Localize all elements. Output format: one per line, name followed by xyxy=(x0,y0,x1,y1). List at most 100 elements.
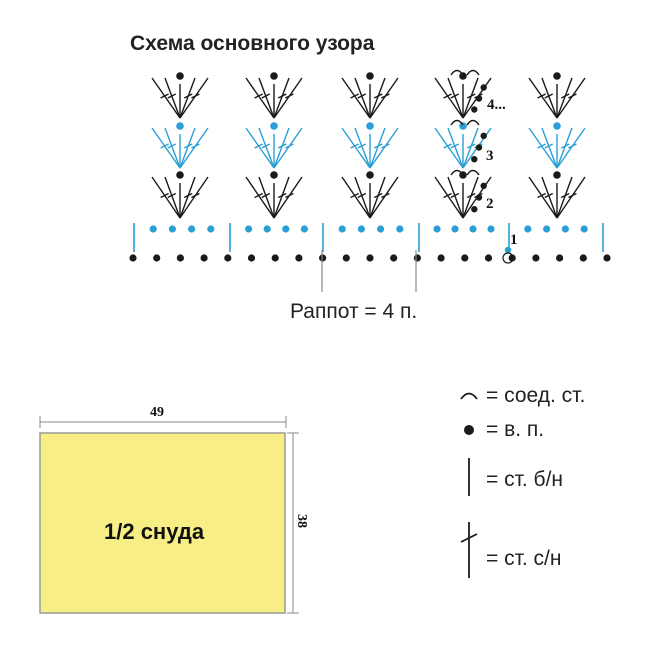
double-crochet-crossbar xyxy=(537,93,546,99)
slip-stitch-icon xyxy=(460,392,478,400)
double-crochet-stitch xyxy=(151,176,181,219)
double-crochet-crossbar xyxy=(544,143,554,149)
double-crochet-stitch xyxy=(258,176,275,219)
chain-stitch-dot xyxy=(366,254,374,262)
double-crochet-crossbar xyxy=(167,192,177,199)
chain-stitch-dot xyxy=(524,225,532,233)
panel-height-label: 38 xyxy=(294,514,309,528)
chain-stitch-dot xyxy=(433,225,441,233)
double-crochet-stitch xyxy=(258,77,275,119)
double-crochet-stitch xyxy=(369,77,399,119)
double-crochet-stitch xyxy=(245,77,275,119)
row-3-fan xyxy=(528,122,586,169)
double-crochet-stitch xyxy=(556,127,573,169)
double-crochet-stitch xyxy=(179,127,196,169)
double-crochet-stitch xyxy=(179,176,209,219)
chain-stitch-dot xyxy=(580,225,588,233)
chain-stitch-dot xyxy=(437,254,445,262)
chain-stitch-dot xyxy=(484,254,493,262)
double-crochet-crossbar xyxy=(560,192,570,199)
chain-stitch-dot xyxy=(532,254,540,262)
double-crochet-crossbar xyxy=(277,143,287,149)
panel-schematic: 49 1/2 снуда 38 xyxy=(39,405,309,614)
chain-stitch-dot xyxy=(188,225,196,233)
double-crochet-crossbar xyxy=(350,192,359,199)
turning-chain-dot xyxy=(475,194,483,201)
double-crochet-stitch xyxy=(341,127,371,169)
legend-single-crochet-text: = ст. б/н xyxy=(486,468,563,491)
chain-stitch-dot xyxy=(271,254,279,262)
double-crochet-stitch xyxy=(434,176,464,219)
chain-stitch-dot xyxy=(556,254,564,262)
double-crochet-stitch xyxy=(447,77,464,119)
double-crochet-stitch xyxy=(354,127,371,169)
double-crochet-stitch xyxy=(462,127,479,169)
double-crochet-crossbar xyxy=(373,192,383,199)
chain-stitch-dot xyxy=(263,225,271,233)
double-crochet-crossbar xyxy=(261,143,271,149)
chain-stitch-dot xyxy=(282,225,290,233)
double-crochet-stitch xyxy=(369,176,399,219)
double-crochet-crossbar xyxy=(254,143,263,149)
chain-stitch-dot xyxy=(553,171,561,179)
double-crochet-crossbar xyxy=(450,93,460,99)
double-crochet-stitch xyxy=(341,77,371,119)
double-crochet-crossbar xyxy=(466,143,476,149)
slip-stitch-arc xyxy=(450,119,464,126)
double-crochet-stitch xyxy=(528,127,558,169)
slip-stitch-arc xyxy=(450,169,464,176)
row-4-fan xyxy=(151,72,209,119)
chain-stitch-icon xyxy=(464,425,474,435)
double-crochet-crossbar xyxy=(568,93,577,99)
chain-stitch-dot xyxy=(396,225,404,233)
chain-stitch-dot xyxy=(129,254,137,262)
double-crochet-crossbar xyxy=(443,143,452,149)
chain-stitch-dot xyxy=(543,225,551,233)
double-crochet-stitch xyxy=(245,176,275,219)
double-crochet-crossbar xyxy=(443,93,452,99)
row-start-marker xyxy=(502,252,514,264)
double-crochet-crossbar xyxy=(160,143,169,149)
double-crochet-crossbar xyxy=(277,192,287,199)
turning-chain-dot xyxy=(480,132,487,139)
chain-stitch-dot xyxy=(342,254,350,262)
panel-rectangle xyxy=(39,432,286,614)
double-crochet-crossbar xyxy=(537,143,546,149)
panel-label: 1/2 снуда xyxy=(104,519,205,544)
double-crochet-crossbar xyxy=(373,143,383,149)
chain-stitch-dot xyxy=(366,122,374,130)
turning-chain-dot xyxy=(471,106,478,113)
double-crochet-stitch xyxy=(179,77,209,119)
chain-stitch-dot xyxy=(459,122,467,130)
chain-stitch-dot xyxy=(245,225,253,233)
double-crochet-stitch xyxy=(164,77,181,119)
double-crochet-stitch xyxy=(556,176,573,219)
double-crochet-stitch xyxy=(354,77,371,119)
double-crochet-stitch xyxy=(273,176,303,219)
double-crochet-stitch xyxy=(528,77,558,119)
double-crochet-crossbar xyxy=(261,93,271,99)
turning-chain-dot xyxy=(504,246,512,254)
legend-chain-stitch-text: = в. п. xyxy=(486,418,544,441)
chain-stitch-dot xyxy=(153,254,161,262)
double-crochet-stitch xyxy=(354,176,371,219)
double-crochet-stitch xyxy=(179,176,196,219)
double-crochet-stitch xyxy=(541,127,558,169)
double-crochet-icon xyxy=(460,522,478,578)
chain-stitch-dot xyxy=(176,72,184,80)
chain-stitch-dot xyxy=(270,171,278,179)
double-crochet-crossbar xyxy=(466,93,476,99)
stitch-chart xyxy=(129,69,611,264)
double-crochet-stitch xyxy=(273,77,303,119)
double-crochet-stitch xyxy=(179,77,196,119)
double-crochet-stitch xyxy=(369,127,399,169)
chain-stitch-dot xyxy=(553,122,561,130)
double-crochet-stitch xyxy=(447,127,464,169)
chain-stitch-dot xyxy=(168,225,176,233)
legend-slip-stitch-text: = соед. ст. xyxy=(486,384,585,407)
chain-stitch-dot xyxy=(366,171,374,179)
double-crochet-crossbar xyxy=(381,93,390,99)
slip-stitch-arc xyxy=(466,169,480,176)
row-3-fan xyxy=(151,122,209,169)
